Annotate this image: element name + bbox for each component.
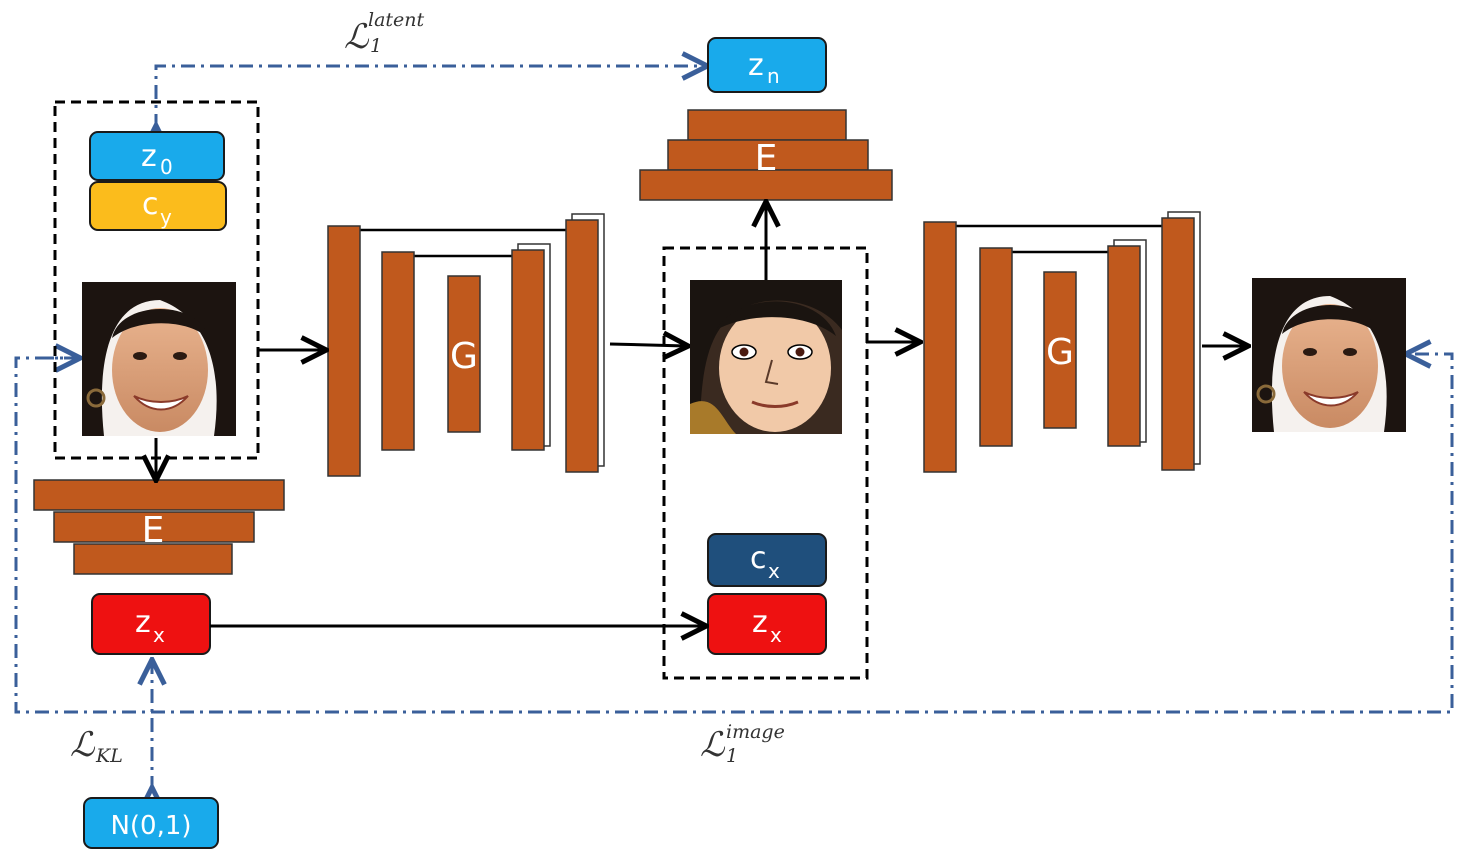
- normal-label: N(0,1): [110, 811, 191, 841]
- encoder-top-label: E: [755, 138, 778, 179]
- encoder-left-label: E: [142, 510, 165, 551]
- zx-left-base: z: [135, 605, 151, 640]
- latent-loss-label: ℒ 1 latent: [344, 9, 425, 57]
- output-face-image: [1252, 278, 1406, 432]
- kl-loss-symbol: ℒ: [70, 725, 96, 765]
- generator-1: G: [327, 213, 605, 477]
- zn-base: z: [748, 48, 764, 83]
- zn-sub: n: [767, 64, 780, 88]
- cx-sub: x: [768, 559, 780, 583]
- zx-right-sub: x: [770, 623, 782, 647]
- zx-left-sub: x: [153, 623, 165, 647]
- image-loss-symbol: ℒ: [700, 725, 726, 765]
- generator-2-label: G: [1046, 332, 1074, 373]
- cy-base: c: [142, 187, 159, 222]
- zx-box-right: z x: [707, 593, 827, 655]
- kl-loss-label: ℒ KL: [70, 725, 123, 767]
- cartoon-face-image: [690, 280, 842, 434]
- generator-2: G: [923, 211, 1201, 473]
- encoder-left: E: [33, 479, 285, 575]
- zx-box-left: z x: [91, 593, 211, 655]
- zx-right-base: z: [752, 605, 768, 640]
- cx-box: c x: [707, 533, 827, 587]
- z0-box: z 0: [89, 131, 225, 181]
- cy-sub: y: [160, 205, 172, 229]
- image-loss-label: ℒ 1 image: [700, 721, 785, 767]
- encoder-top: E: [639, 109, 893, 201]
- image-loss-loop: [14, 354, 1454, 714]
- kl-loss-sub: KL: [95, 745, 123, 767]
- arrow-g1-to-cartoon: [609, 344, 686, 346]
- normal-box: N(0,1): [83, 797, 219, 849]
- cy-box: c y: [89, 181, 227, 231]
- z0-base: z: [141, 139, 157, 174]
- latent-loss-arrow: [156, 66, 705, 128]
- latent-loss-symbol: ℒ: [344, 17, 370, 57]
- latent-loss-sub: 1: [370, 35, 382, 57]
- generator-1-label: G: [450, 336, 478, 377]
- image-loss-sub: 1: [726, 745, 738, 767]
- zn-box: z n: [707, 37, 827, 93]
- latent-loss-sup: latent: [368, 9, 425, 31]
- cx-base: c: [750, 541, 767, 576]
- image-loss-sup: image: [726, 721, 785, 743]
- input-face-image: [82, 282, 236, 436]
- z0-sub: 0: [160, 155, 173, 179]
